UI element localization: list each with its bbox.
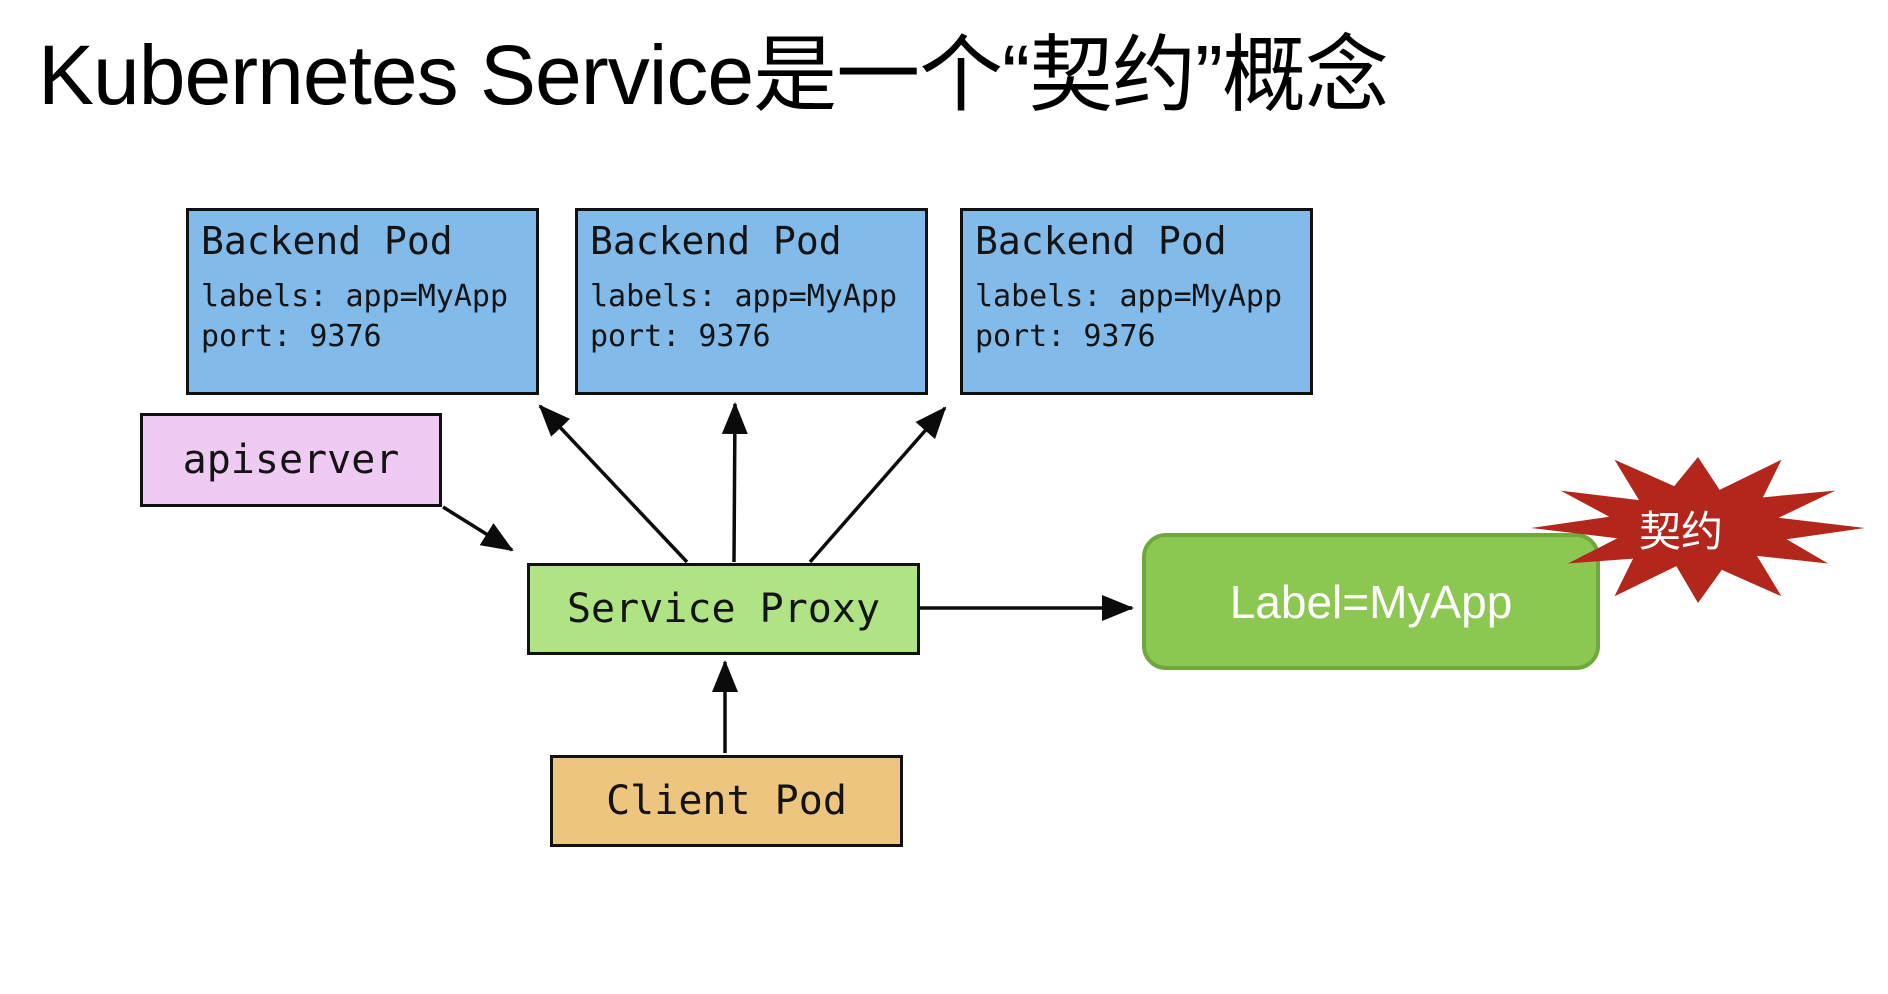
backend-pod-labels: labels: app=MyApp (201, 278, 509, 314)
page-title: Kubernetes Service是一个“契约”概念 (38, 28, 1389, 122)
apiserver-label: apiserver (182, 437, 400, 483)
client-pod-box: Client Pod (550, 755, 903, 847)
arrow-serviceproxy-to-pod1 (538, 404, 689, 564)
backend-pod-labels: labels: app=MyApp (590, 278, 898, 314)
arrow-apiserver-to-serviceproxy (442, 505, 514, 552)
backend-pod-port: port: 9376 (590, 318, 771, 354)
starburst-label: 契约 (1638, 507, 1723, 555)
backend-pod-box-2: Backend Pod labels: app=MyApp port: 9376 (575, 208, 928, 395)
arrow-serviceproxy-to-pod2 (721, 402, 748, 563)
apiserver-box: apiserver (140, 413, 442, 507)
backend-pod-title: Backend Pod (201, 219, 453, 263)
selector-box: Label=MyApp (1142, 533, 1600, 670)
arrow-serviceproxy-to-pod3 (808, 406, 947, 564)
backend-pod-box-1: Backend Pod labels: app=MyApp port: 9376 (186, 208, 539, 395)
selector-label: Label=MyApp (1229, 575, 1513, 628)
backend-pod-title: Backend Pod (975, 219, 1227, 263)
backend-pod-box-3: Backend Pod labels: app=MyApp port: 9376 (960, 208, 1313, 395)
backend-pod-labels: labels: app=MyApp (975, 278, 1283, 314)
service-proxy-box: Service Proxy (527, 563, 920, 655)
service-proxy-label: Service Proxy (566, 586, 881, 632)
backend-pod-title: Backend Pod (590, 219, 842, 263)
backend-pod-port: port: 9376 (201, 318, 382, 354)
starburst-shape (1531, 456, 1865, 603)
client-pod-label: Client Pod (606, 778, 847, 824)
backend-pod-port: port: 9376 (975, 318, 1156, 354)
